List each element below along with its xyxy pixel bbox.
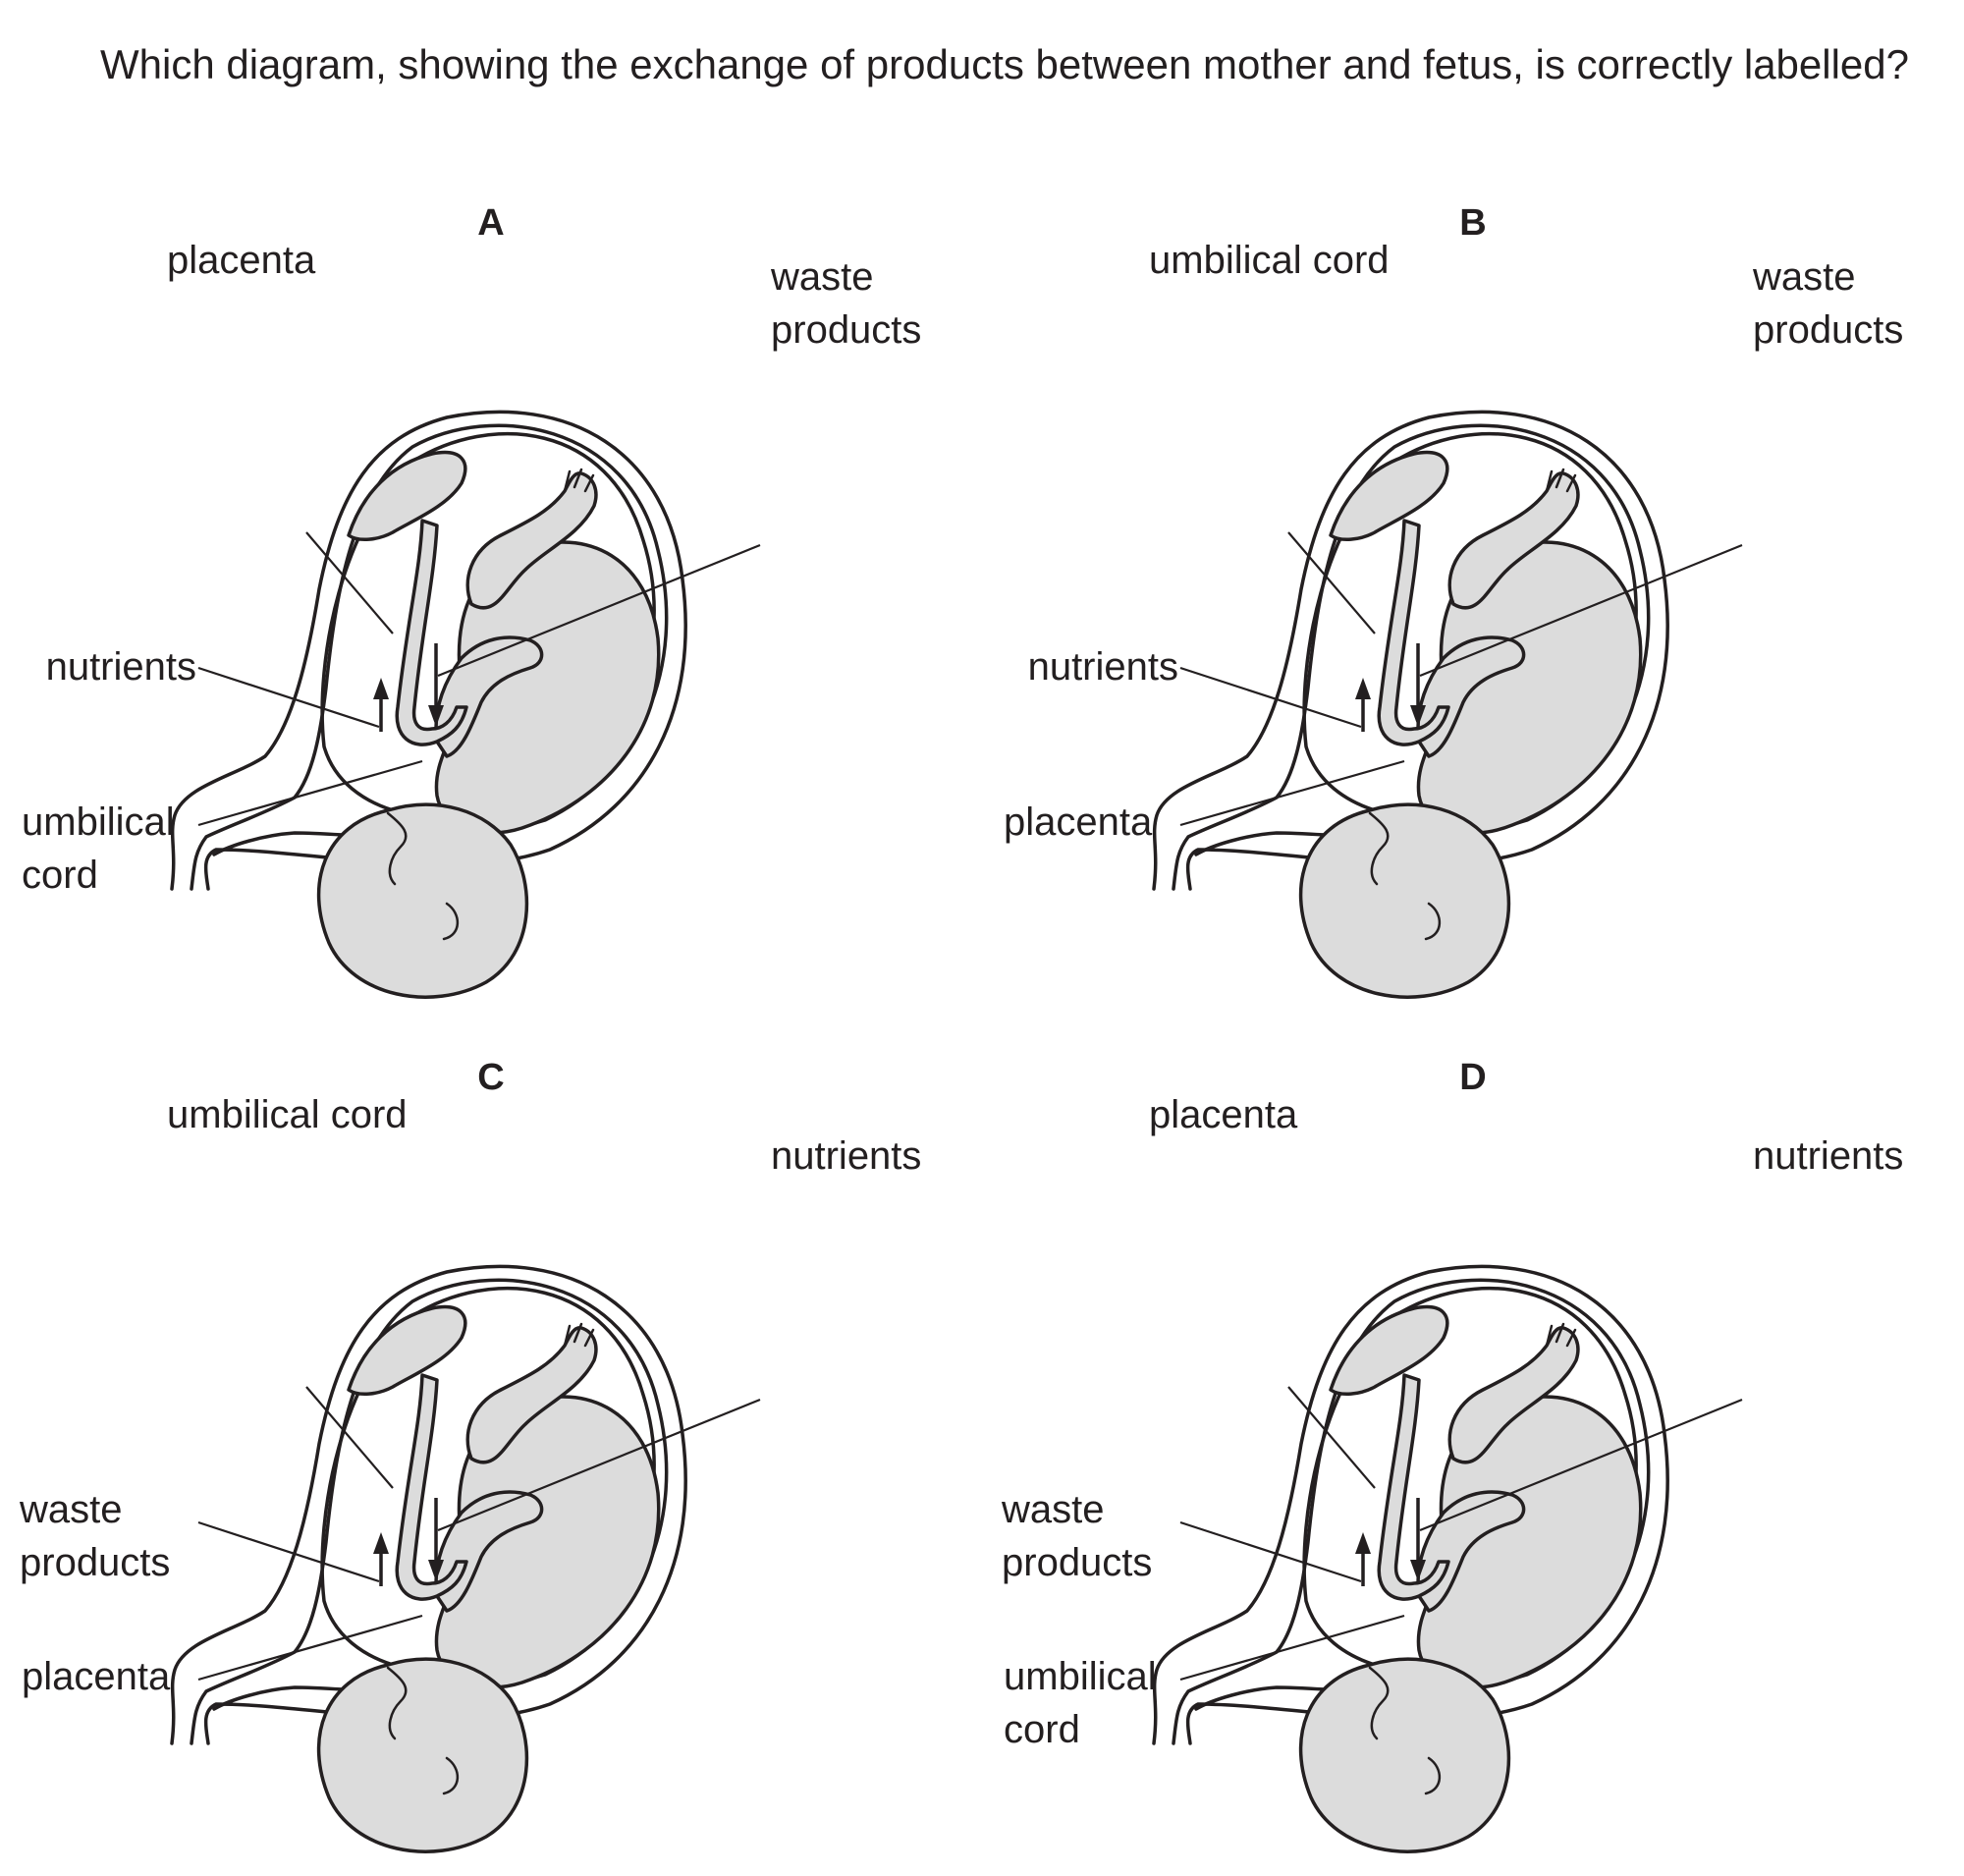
fetal-leg: [1447, 1326, 1580, 1464]
fetal-foot: [1545, 468, 1577, 493]
leader-bottom-left: [1179, 1614, 1405, 1682]
fetus-diagram: [1152, 410, 1743, 999]
leader-bottom-left: [197, 759, 423, 827]
fetal-ear: [442, 902, 460, 941]
leader-top-right: [1419, 543, 1743, 678]
option-letter: C: [477, 1057, 505, 1098]
label-top-right: nutrients: [1753, 1130, 1903, 1183]
fetal-head: [1298, 1657, 1511, 1853]
cord-shape: [1377, 1373, 1450, 1601]
leader-bottom-left: [197, 1614, 423, 1682]
label-bottom-left: umbilical cord: [1004, 1650, 1157, 1756]
option-letter: D: [1459, 1057, 1487, 1098]
leader-middle-left: [197, 666, 380, 729]
label-top-right: nutrients: [771, 1130, 921, 1183]
label-bottom-left-line: placenta: [1004, 800, 1153, 844]
leader-top-right: [1419, 1398, 1743, 1532]
leader-top-left: [305, 1386, 394, 1489]
label-bottom-left-line: umbilical: [22, 800, 175, 844]
label-bottom-left-line: cord: [22, 854, 98, 897]
fetal-head: [316, 802, 529, 999]
leader-top-right: [437, 1398, 761, 1532]
option-letter: A: [477, 202, 505, 244]
fetal-foot: [563, 1322, 595, 1348]
label-top-right: waste products: [771, 250, 921, 357]
option-a[interactable]: A placenta waste products nutrients umbil…: [0, 196, 982, 1021]
leader-middle-left: [197, 1520, 380, 1583]
label-top-right-line: products: [1753, 308, 1904, 352]
label-middle-left: nutrients: [1027, 645, 1178, 689]
fetal-leg: [465, 1326, 598, 1464]
option-letter: B: [1459, 202, 1487, 244]
label-top-left: umbilical cord: [167, 1093, 408, 1136]
placenta-shape: [347, 450, 467, 541]
fetal-foot: [1545, 1322, 1577, 1348]
fetal-face: [386, 811, 408, 886]
label-middle-left: waste products: [1002, 1483, 1178, 1589]
label-middle-left: nutrients: [45, 645, 196, 689]
label-middle-left: waste products: [20, 1483, 196, 1589]
label-bottom-left: placenta: [22, 1650, 170, 1703]
option-c[interactable]: C umbilical cord nutrients waste product…: [0, 1051, 982, 1876]
label-bottom-left-line: placenta: [22, 1655, 171, 1698]
fetal-ear: [1424, 902, 1442, 941]
label-bottom-left-line: cord: [1004, 1708, 1080, 1751]
label-top-right-line: nutrients: [1753, 1134, 1904, 1178]
label-top-left: umbilical cord: [1149, 239, 1390, 282]
label-top-right-line: waste: [1753, 255, 1856, 299]
label-bottom-left-line: umbilical: [1004, 1655, 1157, 1698]
label-top-left: placenta: [1149, 1093, 1298, 1136]
placenta-shape: [1329, 1304, 1449, 1396]
option-d[interactable]: D placenta nutrients waste products umbi…: [982, 1051, 1964, 1876]
fetal-foot: [563, 468, 595, 493]
leader-top-left: [1287, 1386, 1376, 1489]
cord-shape: [395, 519, 468, 746]
fetal-leg: [1447, 471, 1580, 610]
fetal-face: [386, 1666, 408, 1740]
label-top-left: placenta: [167, 239, 316, 282]
label-top-right-line: waste: [771, 255, 874, 299]
label-middle-left-line: waste products: [1002, 1488, 1153, 1584]
leader-top-left: [305, 531, 394, 635]
leader-middle-left: [1179, 666, 1362, 729]
fetal-head: [316, 1657, 529, 1853]
cord-shape: [1377, 519, 1450, 746]
cord-shape: [395, 1373, 468, 1601]
label-bottom-left: umbilical cord: [22, 796, 175, 902]
label-bottom-left: placenta: [1004, 796, 1152, 849]
label-middle-left-line: waste products: [20, 1488, 171, 1584]
leader-bottom-left: [1179, 759, 1405, 827]
placenta-shape: [1329, 450, 1449, 541]
fetal-face: [1368, 811, 1390, 886]
label-top-right-line: products: [771, 308, 922, 352]
option-b[interactable]: B umbilical cord waste products nutrients…: [982, 196, 1964, 1021]
leader-top-left: [1287, 531, 1376, 635]
fetus-diagram: [170, 410, 761, 999]
leader-top-right: [437, 543, 761, 678]
question-text: Which diagram, showing the exchange of p…: [100, 41, 1910, 87]
fetal-head: [1298, 802, 1511, 999]
label-top-right: waste products: [1753, 250, 1903, 357]
leader-middle-left: [1179, 1520, 1362, 1583]
fetal-face: [1368, 1666, 1390, 1740]
fetal-leg: [465, 471, 598, 610]
label-top-right-line: nutrients: [771, 1134, 922, 1178]
placenta-shape: [347, 1304, 467, 1396]
